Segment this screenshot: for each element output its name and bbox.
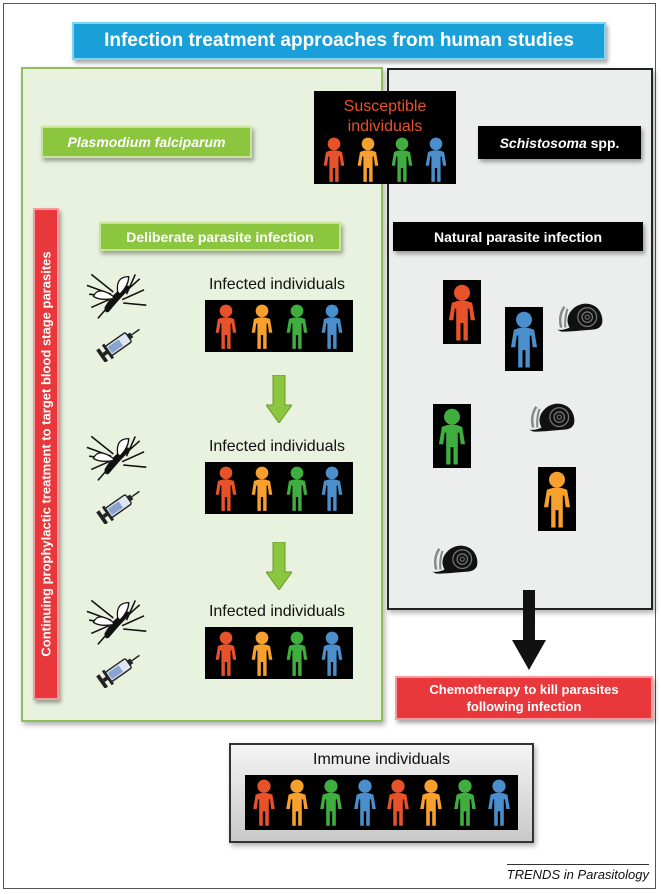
schistosoma-label: Schistosoma spp. xyxy=(478,126,641,159)
figure-title: Infection treatment approaches from huma… xyxy=(72,22,606,60)
syringe-icon xyxy=(95,650,145,688)
plasmodium-label: Plasmodium falciparum xyxy=(41,126,252,158)
infected-person-orange xyxy=(538,467,576,531)
infected-group-2 xyxy=(205,462,353,514)
schistosoma-spp: spp. xyxy=(586,134,620,151)
stage-2-caption: Infected individuals xyxy=(208,438,346,455)
infected-person-green xyxy=(433,404,471,468)
susceptible-label-line2: individuals xyxy=(347,118,423,135)
natural-infection-label: Natural parasite infection xyxy=(393,222,643,251)
stage-3-caption: Infected individuals xyxy=(208,603,346,620)
chemotherapy-label: Chemotherapy to kill parasites following… xyxy=(395,676,653,720)
figure-frame xyxy=(3,3,656,889)
stage-1-caption: Infected individuals xyxy=(208,276,346,293)
prophylactic-treatment-label: Continuing prophylactic treatment to tar… xyxy=(33,208,59,700)
down-arrow-1 xyxy=(266,375,292,423)
snail-icon xyxy=(555,295,607,333)
infected-person-red xyxy=(443,280,481,344)
susceptible-label-line1: Susceptible xyxy=(343,98,427,115)
chemotherapy-line2: following infection xyxy=(466,699,582,714)
schistosoma-genus: Schistosoma xyxy=(499,134,587,151)
mosquito-icon xyxy=(78,596,153,651)
down-arrow-black xyxy=(512,590,546,670)
chemotherapy-line1: Chemotherapy to kill parasites xyxy=(429,682,619,697)
immune-individuals-box: Immune individuals xyxy=(229,743,534,843)
prophylactic-treatment-text: Continuing prophylactic treatment to tar… xyxy=(38,251,54,657)
infected-group-1 xyxy=(205,300,353,352)
snail-icon xyxy=(430,537,482,575)
susceptible-group: Susceptible individuals xyxy=(314,91,456,184)
snail-icon xyxy=(527,395,579,433)
journal-footer: TRENDS in Parasitology xyxy=(506,864,649,882)
infected-group-3 xyxy=(205,627,353,679)
mosquito-icon xyxy=(78,270,153,325)
deliberate-infection-label: Deliberate parasite infection xyxy=(99,222,341,251)
immune-caption: Immune individuals xyxy=(313,751,450,768)
syringe-icon xyxy=(95,324,145,362)
immune-group xyxy=(245,775,518,830)
syringe-icon xyxy=(95,486,145,524)
down-arrow-2 xyxy=(266,542,292,590)
mosquito-icon xyxy=(78,432,153,487)
infected-person-blue xyxy=(505,307,543,371)
